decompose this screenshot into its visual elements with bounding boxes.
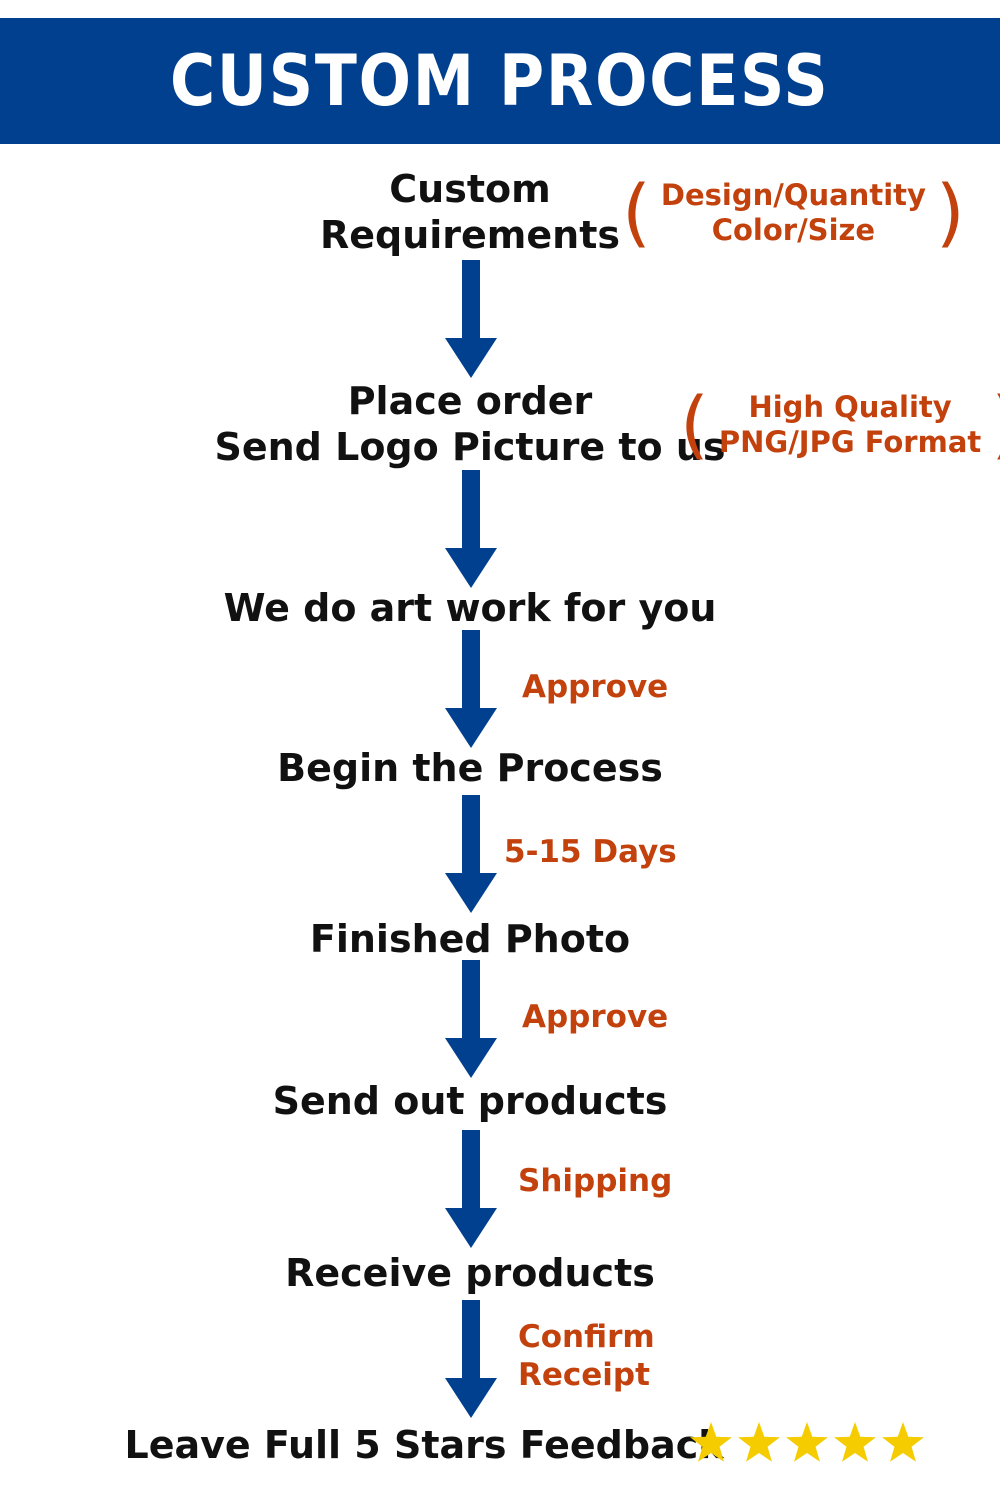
step-receive: Receive products	[285, 1250, 655, 1296]
header-banner: CUSTOM PROCESS	[0, 18, 1000, 144]
flow-arrow	[445, 470, 497, 590]
side-note-line: PNG/JPG Format	[718, 425, 982, 459]
arrow-label-line: Shipping	[518, 1163, 673, 1199]
arrow-label-confirm-receipt: Confirm Receipt	[518, 1318, 655, 1394]
step-line: Receive products	[285, 1251, 655, 1295]
arrow-label-line: 5-15 Days	[504, 834, 677, 870]
arrow-label-line: Approve	[522, 999, 669, 1035]
step-finished-photo: Finished Photo	[310, 916, 630, 962]
step-art-work: We do art work for you	[224, 585, 717, 631]
open-paren: (	[680, 382, 709, 468]
down-arrow-icon	[445, 795, 497, 913]
star-icon	[688, 1420, 734, 1466]
flow-arrow	[445, 960, 497, 1080]
step-begin-process: Begin the Process	[277, 745, 663, 791]
step-line: Finished Photo	[309, 917, 631, 961]
down-arrow-icon	[445, 1130, 497, 1248]
side-note-requirements: ( Design/Quantity Color/Size )	[622, 176, 965, 250]
side-note-line: High Quality	[748, 390, 952, 424]
step-line: Requirements	[319, 213, 621, 257]
arrow-label-shipping: Shipping	[518, 1162, 672, 1200]
step-line: Place order	[347, 379, 593, 423]
star-icon	[736, 1420, 782, 1466]
step-line: Leave Full 5 Stars Feedback	[124, 1423, 724, 1467]
arrow-label-line: Receipt	[518, 1357, 650, 1393]
step-feedback: Leave Full 5 Stars Feedback	[124, 1422, 723, 1468]
down-arrow-icon	[445, 630, 497, 748]
flow-arrow	[445, 260, 497, 380]
side-note-text: Design/Quantity Color/Size	[651, 178, 936, 248]
side-note-line: Design/Quantity	[660, 178, 926, 212]
arrow-label-line: Approve	[522, 669, 669, 705]
down-arrow-icon	[445, 1300, 497, 1418]
flow-arrow	[445, 795, 497, 915]
down-arrow-icon	[445, 470, 497, 588]
star-icon	[880, 1420, 926, 1466]
step-place-order: Place order Send Logo Picture to us	[214, 378, 725, 470]
flow-arrow	[445, 630, 497, 750]
step-line: Custom	[389, 167, 551, 211]
step-line: Send Logo Picture to us	[214, 425, 726, 469]
step-line: Begin the Process	[277, 746, 663, 790]
arrow-label-days: 5-15 Days	[504, 833, 677, 871]
step-custom-requirements: Custom Requirements	[320, 166, 620, 258]
flow-arrow	[445, 1130, 497, 1250]
side-note-text: High Quality PNG/JPG Format	[709, 390, 991, 460]
down-arrow-icon	[445, 960, 497, 1078]
arrow-label-line: Confirm	[518, 1319, 655, 1355]
side-note-logo-format: ( High Quality PNG/JPG Format )	[680, 388, 1000, 462]
arrow-label-approve: Approve	[522, 668, 668, 706]
arrow-label-approve: Approve	[522, 998, 668, 1036]
side-note-line: Color/Size	[711, 213, 876, 247]
close-paren: )	[991, 388, 1000, 462]
page-title: CUSTOM PROCESS	[170, 40, 830, 122]
five-star-rating	[688, 1420, 926, 1466]
down-arrow-icon	[445, 260, 497, 378]
flow-arrow	[445, 1300, 497, 1420]
star-icon	[784, 1420, 830, 1466]
step-line: We do art work for you	[223, 586, 717, 630]
close-paren: )	[935, 170, 965, 256]
star-icon	[832, 1420, 878, 1466]
step-line: Send out products	[272, 1079, 668, 1123]
step-send-out: Send out products	[273, 1078, 668, 1124]
open-paren: (	[622, 170, 651, 256]
